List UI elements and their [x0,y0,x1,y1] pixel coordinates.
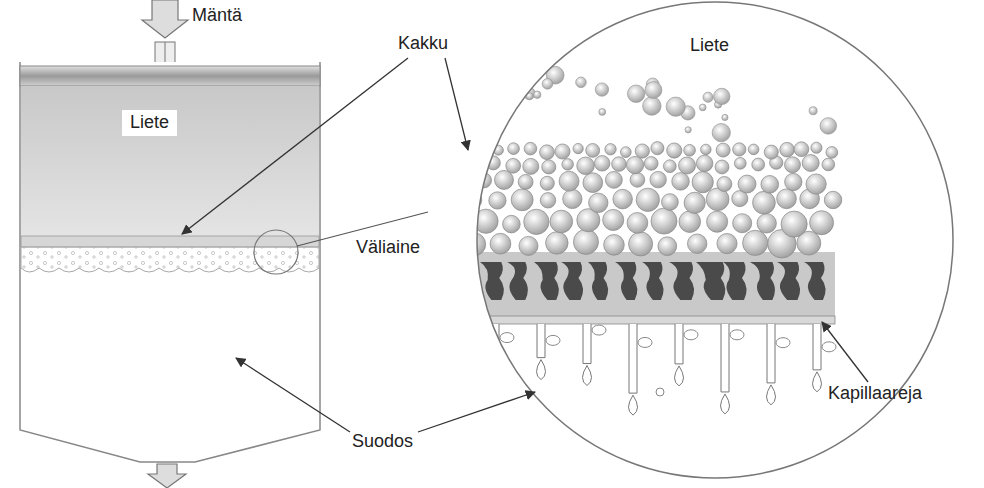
filtrate-label: Suodos [352,432,413,452]
cake-label: Kakku [398,34,448,54]
slurry-label: Liete [690,36,729,56]
medium-label: Väliaine [356,238,420,258]
capillaries-label: Kapillaareja [828,384,922,404]
piston-label: Mäntä [192,6,242,26]
slurry-label: Liete [122,110,177,136]
